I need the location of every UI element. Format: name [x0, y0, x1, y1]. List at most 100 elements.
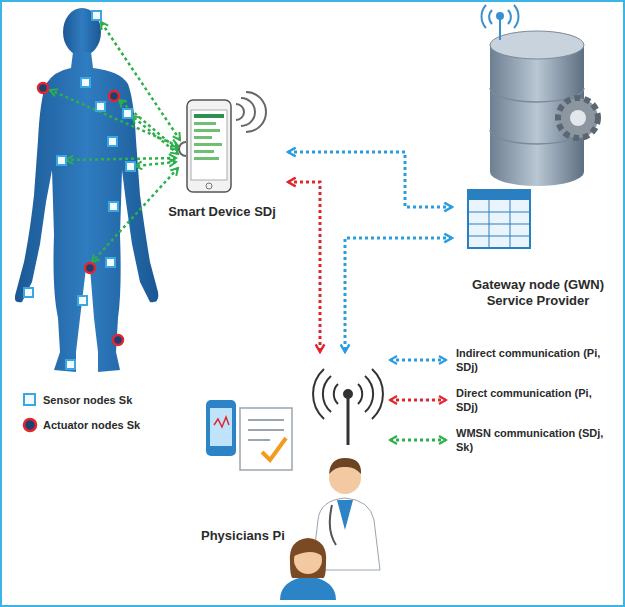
illustration-part — [96, 102, 105, 111]
illustration-part — [468, 200, 530, 248]
illustration-part — [179, 142, 186, 156]
illustration-part — [92, 168, 178, 262]
illustration-part — [334, 384, 362, 404]
illustration-part — [24, 288, 33, 297]
illustration-part — [24, 394, 35, 405]
labelled-icon-node: Physicians Pi — [195, 352, 410, 602]
illustration-part — [132, 116, 178, 154]
illustration-part — [280, 576, 336, 600]
communication-arrow — [288, 182, 320, 352]
illustration-part — [81, 78, 90, 87]
illustration-part — [92, 11, 101, 20]
legend-label: Actuator nodes Sk — [43, 418, 140, 432]
illustration-part — [468, 190, 530, 200]
illustration-part — [109, 91, 119, 101]
gear — [558, 98, 598, 138]
legend-label: Indirect communication (Pi, SDj) — [456, 346, 616, 374]
illustration-part — [490, 31, 584, 59]
illustration-part — [109, 202, 118, 211]
illustration-part — [570, 110, 586, 126]
female-doctor — [280, 538, 336, 600]
smart-device-icon — [179, 92, 266, 192]
node-label: Physicians Pi — [201, 528, 315, 544]
illustration-part — [66, 360, 75, 369]
illustration-part — [329, 458, 361, 474]
illustration-part — [179, 92, 266, 156]
illustration-part — [294, 542, 322, 556]
legend-sample — [390, 440, 446, 441]
legend-samples — [24, 360, 446, 440]
actuator-nodes — [38, 83, 123, 345]
illustration-part — [194, 129, 220, 132]
communication-arrow — [288, 152, 452, 207]
gateway-server-icon — [468, 5, 598, 248]
illustration-part — [194, 150, 214, 153]
illustration-part — [248, 420, 284, 440]
tablet — [206, 400, 236, 456]
illustration-part — [119, 100, 178, 150]
illustration-part — [194, 136, 212, 139]
illustration-part — [106, 258, 115, 267]
illustration-part — [240, 408, 292, 470]
illustration-part — [390, 359, 446, 362]
illustration-part — [262, 438, 286, 460]
illustration-part — [66, 158, 176, 160]
antenna — [482, 5, 519, 40]
sensor-nodes — [24, 11, 135, 369]
node-label: Service Provider — [452, 293, 624, 309]
illustration-part — [135, 162, 176, 166]
illustration-part — [78, 296, 87, 305]
illustration-part — [390, 399, 446, 402]
illustration-part — [191, 110, 227, 180]
illustration-part — [187, 100, 231, 192]
node-label: Smart Device SDj — [158, 204, 286, 220]
wmsn-arrows — [50, 22, 180, 262]
illustration-part — [194, 143, 222, 146]
illustration-part — [194, 122, 216, 125]
illustration-part — [323, 376, 373, 412]
human-body — [15, 8, 158, 372]
illustration-part — [390, 439, 446, 442]
illustration-part — [210, 408, 232, 446]
illustration-part — [558, 98, 598, 138]
illustration-part — [499, 18, 501, 40]
legend-sample — [390, 360, 446, 361]
illustration-part — [241, 98, 255, 126]
illustration-part — [347, 396, 350, 445]
legend-label: WMSN communication (SDj, Sk) — [456, 426, 616, 454]
illustration-part — [468, 190, 530, 248]
illustration-part — [24, 419, 36, 431]
antenna — [313, 369, 383, 445]
illustration-part — [63, 8, 101, 56]
illustration-part — [290, 538, 326, 578]
illustration-part — [497, 13, 503, 19]
physicians-illustration — [206, 369, 383, 600]
node-label: Gateway node (GWN) — [452, 277, 624, 293]
illustration-part — [38, 83, 48, 93]
legend-label: Direct communication (Pi, SDj) — [456, 386, 616, 414]
illustration-part — [108, 137, 117, 146]
legend-sample — [24, 419, 36, 431]
illustration-part — [57, 156, 66, 165]
illustration-part — [489, 10, 511, 24]
document — [240, 408, 292, 470]
illustration-part — [246, 92, 266, 132]
illustration-part — [236, 104, 244, 120]
node-label-group: Gateway node (GWN)Service Provider — [452, 277, 624, 309]
node-label-group: Physicians Pi — [201, 528, 315, 544]
illustration-part — [330, 505, 336, 545]
communication-arrow — [345, 238, 452, 352]
illustration-part — [85, 263, 95, 273]
legend-sample — [390, 400, 446, 401]
illustration-part — [194, 157, 219, 160]
legend-sample — [24, 394, 35, 405]
labelled-icon-node: Gateway node (GWN)Service Provider — [452, 22, 625, 313]
illustration-part — [206, 183, 212, 189]
illustration-part — [337, 500, 353, 530]
illustration-part — [113, 335, 123, 345]
node-label-group: Smart Device SDj — [158, 204, 286, 220]
legend-label: Sensor nodes Sk — [43, 393, 132, 407]
illustration-part — [126, 162, 135, 171]
illustration-part — [313, 369, 383, 419]
